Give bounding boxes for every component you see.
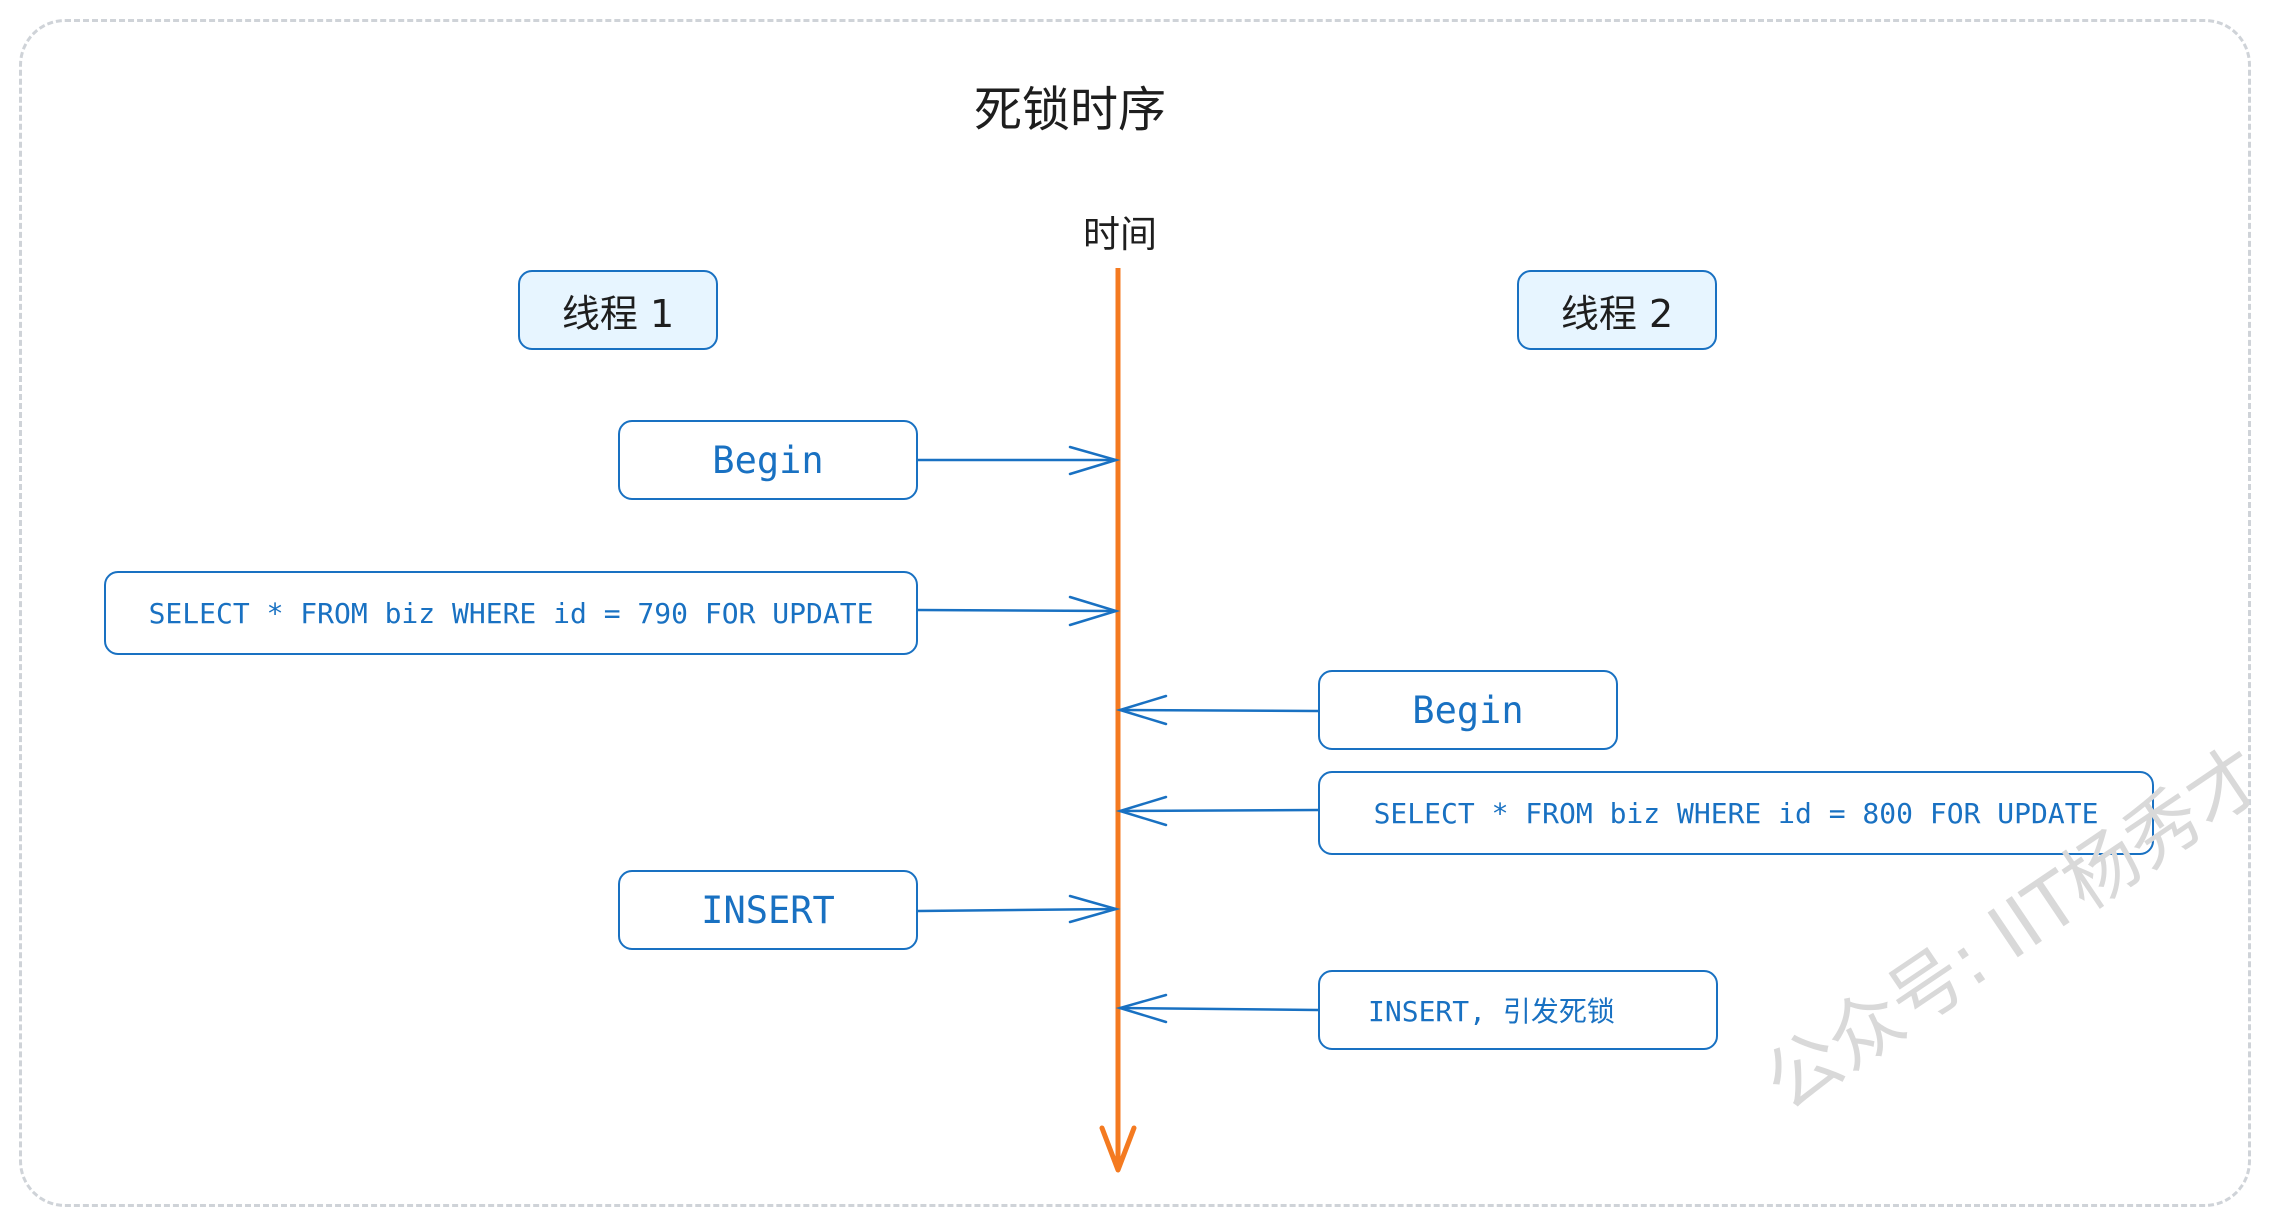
timeline-arrowhead — [1099, 1125, 1137, 1173]
thread-2-insert-deadlock-step: INSERT, 引发死锁 — [1318, 970, 1718, 1050]
thread-1-insert-step: INSERT — [618, 870, 918, 950]
thread-1-select-step: SELECT * FROM biz WHERE id = 790 FOR UPD… — [104, 571, 918, 655]
thread-1-header: 线程 1 — [518, 270, 718, 350]
thread-2-select-step: SELECT * FROM biz WHERE id = 800 FOR UPD… — [1318, 771, 2154, 855]
thread-2-header: 线程 2 — [1517, 270, 1717, 350]
arrow-thread1-begin — [916, 445, 1121, 476]
arrow-thread2-insert — [1115, 993, 1320, 1024]
arrow-thread1-insert — [916, 894, 1121, 924]
thread-1-begin-step: Begin — [618, 420, 918, 500]
arrow-thread1-select — [916, 595, 1121, 627]
arrow-thread2-begin — [1115, 694, 1320, 726]
arrow-thread2-select — [1115, 795, 1320, 827]
dashed-frame — [19, 19, 2251, 1207]
diagram-title: 死锁时序 — [973, 82, 1166, 138]
thread-2-begin-step: Begin — [1318, 670, 1618, 750]
timeline-label: 时间 — [1083, 213, 1157, 256]
